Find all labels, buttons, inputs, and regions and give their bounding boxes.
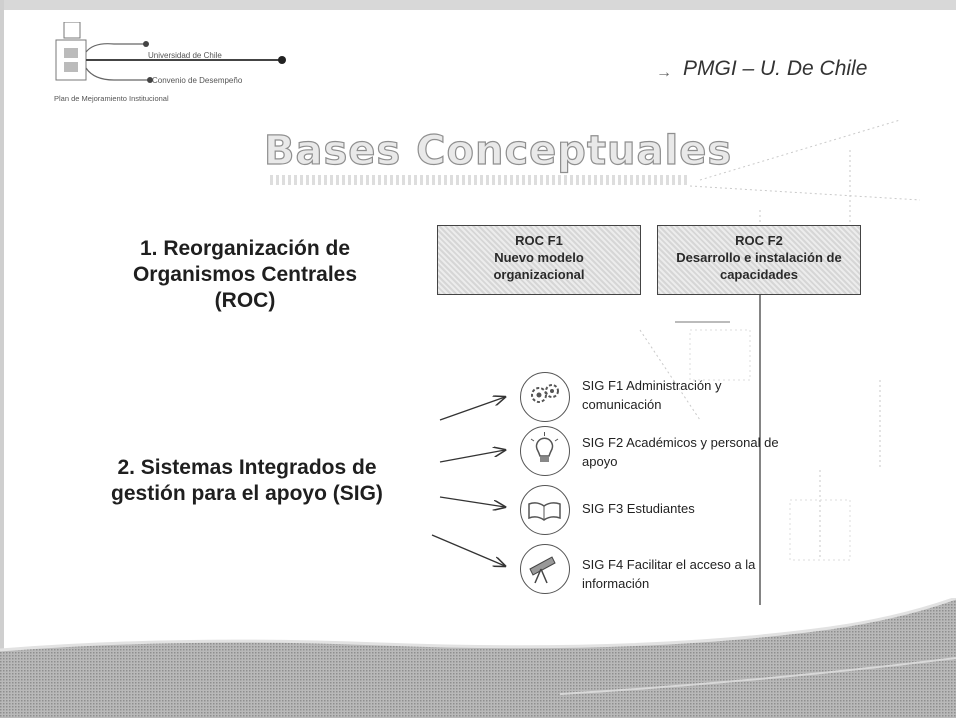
logo-line-1: Universidad de Chile [148, 51, 222, 60]
header-tag: PMGI – U. De Chile [683, 57, 868, 80]
sig-f1-label: SIG F1 Administración y comunicación [582, 378, 722, 412]
arrow-sig-f4 [431, 534, 505, 566]
bottom-wave-band [0, 598, 956, 718]
sig-f2-label: SIG F2 Académicos y personal de apoyo [582, 435, 779, 469]
title-reflection [270, 175, 688, 185]
telescope-icon [520, 544, 570, 594]
logo-subtitle: Plan de Mejoramiento Institucional [54, 94, 169, 103]
roc-code: ROC F2 [735, 233, 783, 248]
lightbulb-icon [520, 426, 570, 476]
arrow-sig-f3 [439, 496, 505, 507]
sig-f3-label: SIG F3 Estudiantes [582, 501, 695, 516]
left-border [0, 0, 4, 718]
open-book-icon [520, 485, 570, 535]
section-heading-roc: 1. Reorganización de Organismos Centrale… [132, 237, 358, 312]
arrow-right-icon: → [656, 64, 672, 81]
logo: Universidad de Chile Convenio de Desempe… [54, 21, 294, 107]
page-title: Bases Conceptuales [263, 127, 733, 174]
logo-line-2: Convenio de Desempeño [152, 76, 243, 85]
arrow-sig-f2 [439, 450, 505, 463]
section-heading-sig: 2. Sistemas Integrados de gestión para e… [111, 456, 383, 505]
roc-code: ROC F1 [515, 233, 563, 248]
roc-text: Nuevo modelo organizacional [493, 250, 585, 282]
logo-emblem [55, 21, 286, 83]
sig-f4-label: SIG F4 Facilitar el acceso a la informac… [582, 557, 756, 591]
roc-box-f2: ROC F2 Desarrollo e instalación de capac… [657, 225, 861, 295]
roc-text: Desarrollo e instalación de capacidades [676, 250, 842, 282]
roc-box-f1: ROC F1 Nuevo modelo organizacional [437, 225, 641, 295]
gears-icon [520, 372, 570, 422]
arrow-sig-f1 [439, 397, 505, 421]
top-border [0, 0, 956, 10]
